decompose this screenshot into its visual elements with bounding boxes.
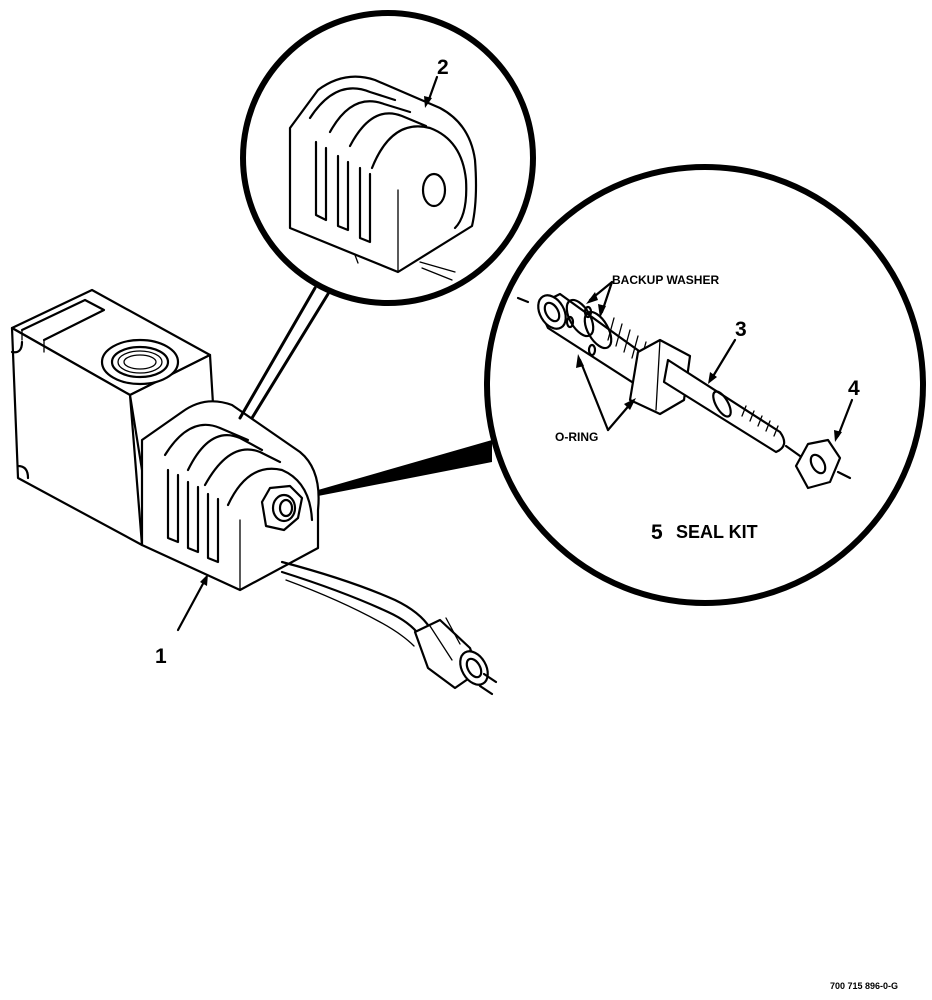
callout-5: 5 [651, 521, 663, 544]
wire-harness [280, 560, 498, 696]
label-seal-kit: SEAL KIT [676, 522, 758, 542]
label-backup-washer: BACKUP WASHER [612, 273, 719, 287]
leader-wedge-right [318, 440, 492, 496]
seal-kit-drawing [516, 280, 854, 490]
callout-1: 1 [155, 645, 167, 668]
callout-2: 2 [437, 56, 449, 79]
coil-detail-drawing [288, 75, 478, 281]
label-o-ring: O-RING [555, 430, 598, 444]
callout-3: 3 [735, 318, 747, 341]
figure-code: 700 715 896-0-G [830, 981, 898, 991]
callout-4: 4 [848, 377, 860, 400]
leader-line-top [238, 286, 317, 420]
leader-line-top-2 [250, 292, 330, 420]
solenoid-coil [140, 400, 320, 592]
